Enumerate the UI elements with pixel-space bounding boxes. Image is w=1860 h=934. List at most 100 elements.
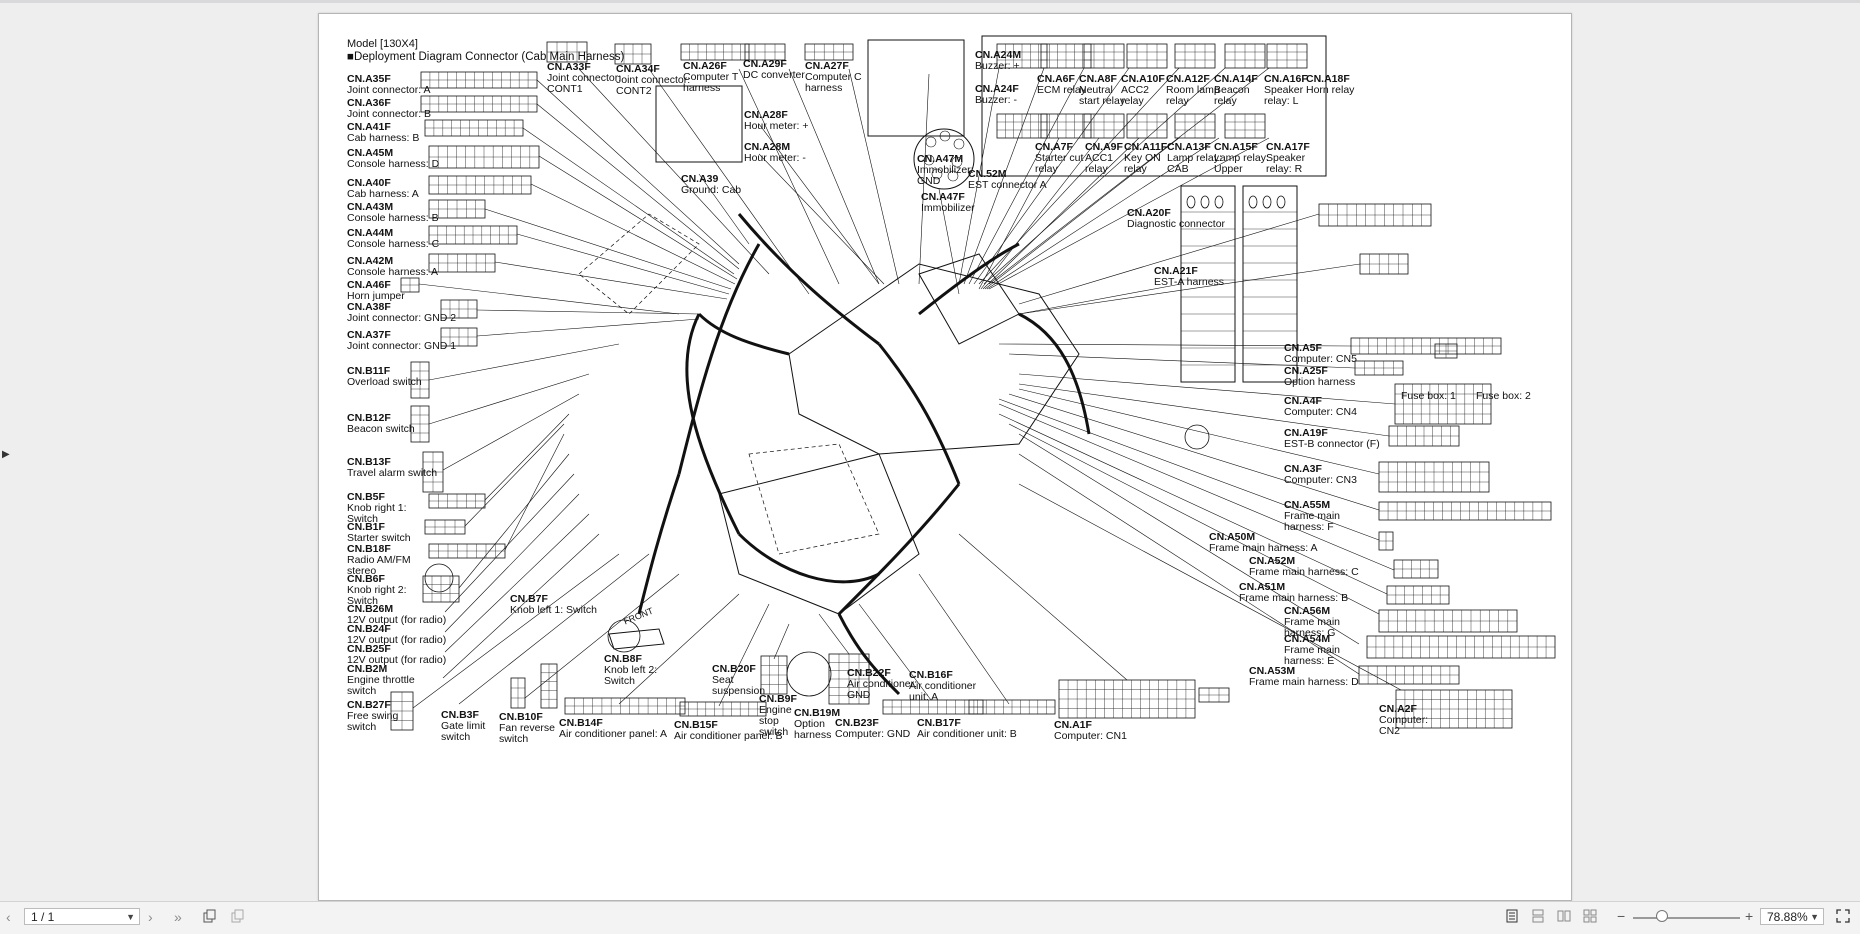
leader-line bbox=[442, 533, 600, 679]
connector-description: Hour meter: + bbox=[744, 120, 809, 132]
zoom-out-icon[interactable]: − bbox=[1617, 908, 1626, 924]
leader-line bbox=[738, 68, 840, 285]
connector-description: suspension bbox=[712, 685, 766, 697]
connector-description: Air conditioner panel: A bbox=[559, 728, 667, 740]
front-arrow bbox=[608, 628, 665, 650]
zoom-selector[interactable]: 78.88%▼ bbox=[1760, 908, 1824, 925]
leader-line bbox=[978, 137, 1060, 290]
connector-description: switch bbox=[759, 726, 789, 738]
next-page-icon[interactable]: › bbox=[148, 909, 153, 925]
leader-line bbox=[428, 373, 590, 425]
top-frame-strip bbox=[0, 0, 1860, 3]
relay-panel-frame bbox=[981, 35, 1327, 177]
connector-description: Console harness: C bbox=[347, 238, 440, 250]
connector-code: CN.A18F bbox=[1306, 73, 1350, 85]
grid-view-icon[interactable] bbox=[1583, 909, 1597, 923]
connector-code: CN.A50M bbox=[1209, 531, 1256, 543]
chevron-down-icon: ▼ bbox=[126, 912, 135, 922]
connector-description: Beacon bbox=[1214, 84, 1250, 96]
leader-line bbox=[773, 623, 790, 660]
connector-code: CN.B5F bbox=[347, 491, 385, 503]
connector-description: Buzzer: + bbox=[975, 60, 1020, 72]
leader-line bbox=[983, 67, 1226, 285]
leader-line bbox=[1018, 453, 1360, 675]
connector-description: Option harness bbox=[1284, 376, 1356, 388]
fullscreen-icon[interactable] bbox=[1836, 909, 1850, 923]
document-viewport[interactable]: ▶ Model [130X4] ■Deployment Diagram Conn… bbox=[0, 3, 1860, 901]
connector-code: CN.A28M bbox=[744, 141, 791, 153]
leader-line bbox=[444, 473, 575, 613]
two-page-view-icon[interactable] bbox=[1557, 909, 1571, 923]
est-pin bbox=[947, 170, 959, 182]
connector-code: CN.A43M bbox=[347, 201, 394, 213]
connector-description: harness bbox=[805, 82, 843, 94]
leader-line bbox=[504, 433, 565, 551]
connector-description: GND bbox=[917, 175, 941, 187]
leader-line bbox=[536, 79, 740, 265]
connector-code: CN.A16F bbox=[1264, 73, 1308, 85]
fuse-socket bbox=[1186, 195, 1196, 209]
zoom-slider[interactable] bbox=[1633, 917, 1740, 919]
leader-line bbox=[458, 553, 650, 705]
leader-line bbox=[484, 413, 570, 501]
expand-panel-icon[interactable]: ▶ bbox=[2, 449, 10, 460]
connector-code: CN.A9F bbox=[1085, 141, 1123, 153]
copy-page-disabled-icon[interactable] bbox=[231, 909, 245, 923]
last-page-icon[interactable]: » bbox=[174, 909, 182, 925]
leader-line bbox=[918, 73, 930, 285]
connector-description: harness bbox=[683, 82, 721, 94]
fuse-socket bbox=[1276, 195, 1286, 209]
single-page-view-icon[interactable] bbox=[1505, 909, 1519, 923]
connector-description: ECM relay bbox=[1037, 84, 1087, 96]
connector-description: CONT2 bbox=[616, 85, 652, 97]
leader-line bbox=[848, 68, 900, 285]
est-pin bbox=[953, 138, 965, 150]
leader-line bbox=[1018, 433, 1360, 645]
harness-wire bbox=[685, 313, 741, 535]
connector-code: CN.A21F bbox=[1154, 265, 1198, 277]
continuous-view-icon[interactable] bbox=[1531, 909, 1545, 923]
connector-code: CN.A38F bbox=[347, 301, 391, 313]
zoom-slider-handle[interactable] bbox=[1655, 910, 1668, 922]
fuse-socket bbox=[1262, 195, 1272, 209]
connector-code: CN.B18F bbox=[347, 543, 391, 555]
connector-code: CN.A41F bbox=[347, 121, 391, 133]
connector-code: CN.B6F bbox=[347, 573, 385, 585]
connector-description: Joint connector: B bbox=[347, 108, 432, 120]
connector-description: Speaker bbox=[1264, 84, 1304, 96]
connector-code: CN.A25F bbox=[1284, 365, 1328, 377]
leader-line bbox=[458, 453, 570, 589]
connector-description: Frame main harness: D bbox=[1249, 676, 1359, 688]
leader-line bbox=[1018, 483, 1402, 691]
connector-code: CN.A15F bbox=[1214, 141, 1258, 153]
copy-page-icon[interactable] bbox=[203, 909, 217, 923]
page-selector[interactable]: 1 / 1▼ bbox=[24, 908, 140, 925]
est-pin bbox=[931, 168, 943, 180]
connector-code: CN.B20F bbox=[712, 663, 756, 675]
connector-description: Beacon switch bbox=[347, 423, 415, 435]
fuse-socket bbox=[1200, 195, 1210, 209]
connector-description: Console harness: A bbox=[347, 266, 439, 278]
connector-description: Air conditioner panel: B bbox=[674, 730, 783, 742]
model-label: Model [130X4] bbox=[347, 38, 418, 50]
connector-code: CN.A6F bbox=[1037, 73, 1075, 85]
leader-line bbox=[524, 573, 680, 699]
fuse-box-1-label: Fuse box: 1 bbox=[1401, 390, 1456, 402]
prev-page-icon[interactable]: ‹ bbox=[6, 909, 11, 925]
zoom-in-icon[interactable]: + bbox=[1745, 908, 1754, 924]
